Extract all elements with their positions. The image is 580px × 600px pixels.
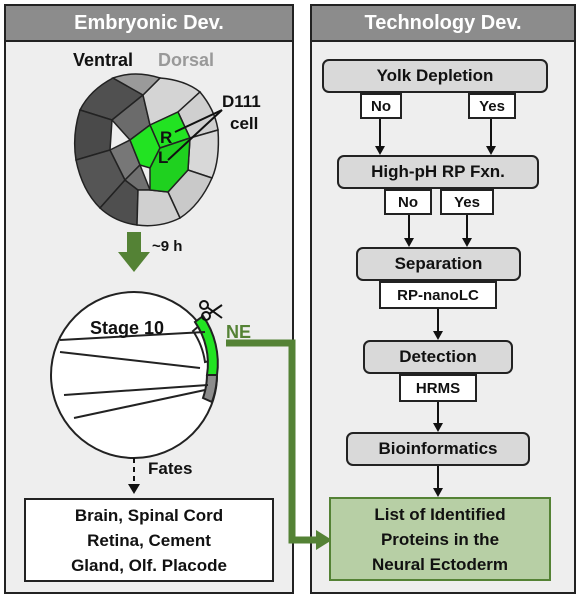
cell-l-label: L xyxy=(158,148,169,167)
ne-label: NE xyxy=(226,322,252,342)
cell-label: cell xyxy=(230,114,259,133)
result-line: List of Identified xyxy=(374,504,506,524)
green-down-arrow xyxy=(118,232,150,272)
yolk-yes-box: Yes xyxy=(468,93,516,119)
dorsal-cell xyxy=(111,73,162,96)
stage10-embryo xyxy=(50,291,219,459)
cell-r-label: R xyxy=(160,128,173,147)
fates-line: Brain, Spinal Cord xyxy=(74,505,224,525)
separation-method-box: RP-nanoLC xyxy=(379,281,497,309)
fates-box: Brain, Spinal Cord Retina, Cement Gland,… xyxy=(24,498,274,582)
dorsal-label: Dorsal xyxy=(158,50,215,70)
ne-to-result-arrow xyxy=(226,339,332,550)
yolk-no-box: No xyxy=(360,93,402,119)
hph-yes-box: Yes xyxy=(440,189,494,215)
separation-box: Separation xyxy=(356,247,521,281)
technology-dev-panel: Technology Dev. xyxy=(310,4,576,594)
result-line: Neural Ectoderm xyxy=(371,554,509,574)
result-line: Proteins in the xyxy=(380,529,500,549)
yolk-depletion-box: Yolk Depletion xyxy=(322,59,548,93)
technology-dev-title: Technology Dev. xyxy=(312,6,574,42)
bioinformatics-box: Bioinformatics xyxy=(346,432,530,466)
time-label: ~9 h xyxy=(152,238,183,255)
cleavage-embryo xyxy=(73,73,220,227)
fates-label: Fates xyxy=(148,459,193,478)
fates-line: Gland, Olf. Placode xyxy=(71,555,227,575)
d111-cell-lower xyxy=(149,136,191,193)
high-ph-box: High-pH RP Fxn. xyxy=(337,155,539,189)
stage-label: Stage 10 xyxy=(90,318,165,338)
embryonic-dev-title: Embryonic Dev. xyxy=(6,6,292,42)
detection-method-box: HRMS xyxy=(399,374,477,402)
scissors-icon xyxy=(199,300,223,321)
ventral-label: Ventral xyxy=(73,50,134,70)
result-box: List of Identified Proteins in the Neura… xyxy=(329,497,551,581)
hph-no-box: No xyxy=(384,189,432,215)
detection-box: Detection xyxy=(363,340,513,374)
flow-arrows xyxy=(375,118,496,497)
dorsal-cell xyxy=(136,189,181,227)
fates-line: Retina, Cement xyxy=(87,530,211,550)
fates-arrow xyxy=(128,458,140,494)
d111-label: D111 xyxy=(222,92,261,111)
